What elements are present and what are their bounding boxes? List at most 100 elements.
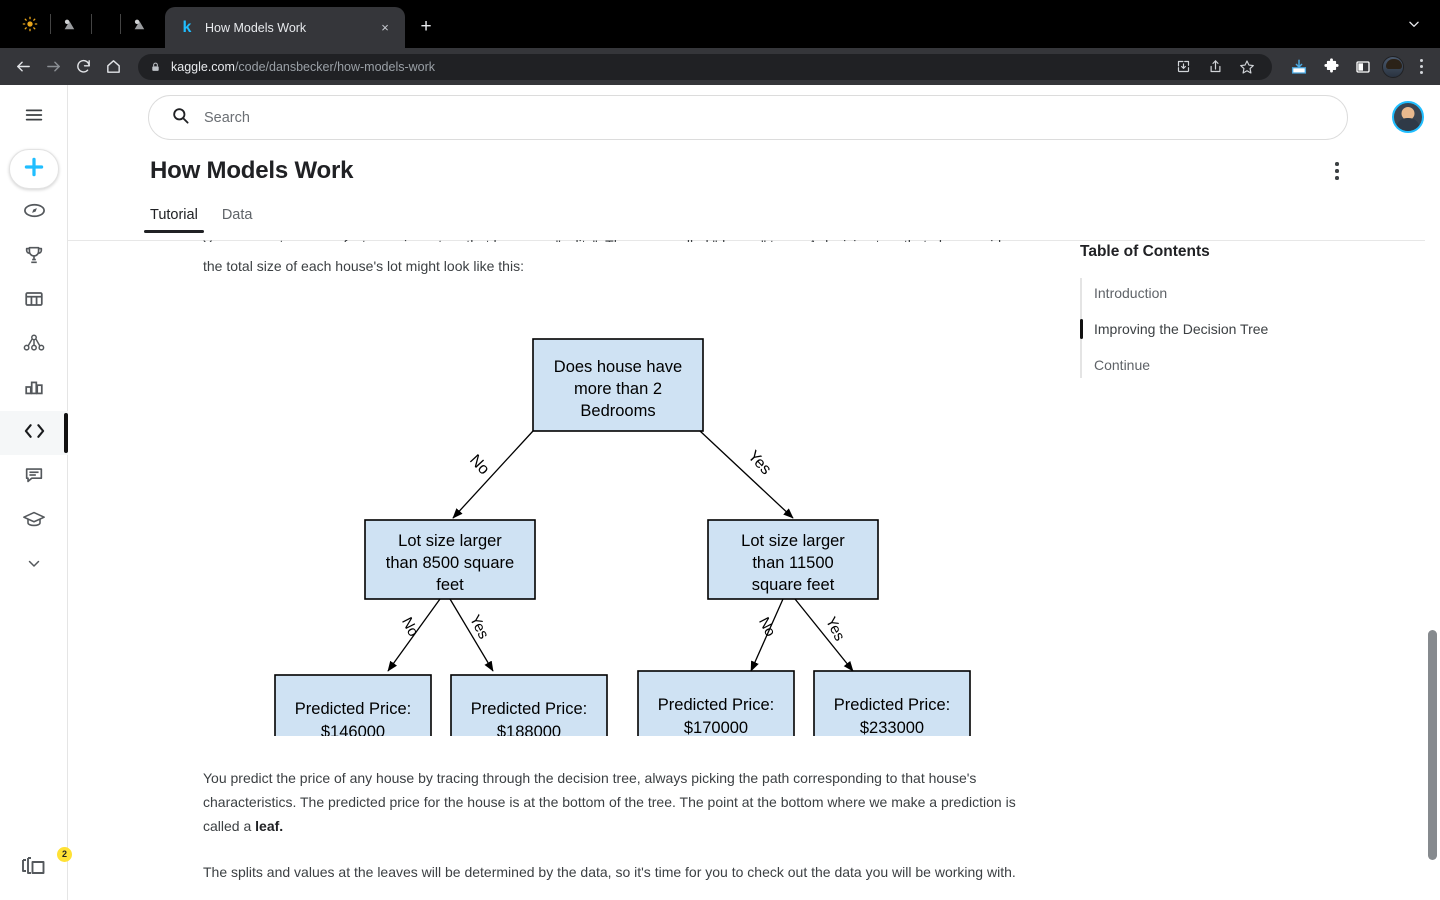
workspace-icon[interactable] [51, 0, 91, 48]
edge-l1-no [387, 598, 441, 672]
scrollbar-thumb[interactable] [1428, 630, 1437, 860]
sidebar-item-code[interactable] [0, 411, 68, 455]
node-root-line1: Does house have [554, 358, 682, 376]
tree-node-root: Does house have more than 2 Bedrooms [532, 338, 704, 432]
extensions-puzzle-icon[interactable] [1318, 54, 1344, 80]
sidebar-item-benchmarks[interactable] [0, 367, 68, 411]
paragraph-after-2: The splits and values at the leaves will… [203, 864, 1016, 880]
clipped-paragraph-top: You can capture more factors using a tre… [203, 233, 1033, 242]
sidebar-item-competitions[interactable] [0, 235, 68, 279]
decision-tree-diagram: No Yes No Yes No Yes Does house ha [203, 296, 1033, 736]
profile-avatar[interactable] [1382, 55, 1404, 78]
window-title-bar: k How Models Work × + [0, 0, 1440, 48]
tree-node-r1: Lot size larger than 11500 square feet [707, 519, 879, 600]
sidebar-item-learn[interactable] [0, 499, 68, 543]
forward-icon[interactable] [38, 52, 68, 82]
search-icon [171, 106, 190, 130]
sidebar-item-menu-hamburger[interactable] [0, 95, 68, 139]
comment-icon [23, 464, 45, 491]
node-leaf2-prefix: Predicted Price: [471, 700, 587, 718]
edge-label-l1-no: No [398, 615, 422, 640]
browser-menu-icon[interactable] [1410, 54, 1432, 80]
node-r1-line1: Lot size larger [741, 532, 845, 550]
bar-chart-icon [23, 376, 45, 403]
browser-toolbar: kaggle.com/code/dansbecker/how-models-wo… [0, 48, 1440, 85]
node-l1-line1: Lot size larger [398, 532, 502, 550]
os-widget-group [10, 0, 161, 48]
lock-icon [150, 61, 162, 73]
node-root-line3: Bedrooms [580, 402, 655, 420]
model-nodes-icon [22, 332, 46, 359]
sidebar-item-discussions[interactable] [0, 455, 68, 499]
toc-item-improving-the-decision-tree[interactable]: Improving the Decision Tree [1080, 311, 1410, 347]
tree-node-leaf4: Predicted Price: $233000 [813, 670, 971, 736]
compass-icon [23, 199, 46, 227]
paragraph-after-1-text: You predict the price of any house by tr… [203, 770, 1016, 834]
bookmark-star-icon[interactable] [1234, 54, 1260, 80]
toc-item-introduction[interactable]: Introduction [1094, 285, 1168, 301]
node-root-line2: more than 2 [574, 380, 662, 398]
sidebar-item-notebooks[interactable]: 2 [19, 847, 72, 886]
url-domain: kaggle.com [171, 59, 235, 74]
code-brackets-icon [22, 420, 47, 447]
share-icon[interactable] [1202, 54, 1228, 80]
sidebar-item-more[interactable] [0, 543, 68, 587]
brightness-icon[interactable] [10, 0, 50, 48]
tree-node-leaf2: Predicted Price: $188000 [450, 674, 608, 736]
node-leaf3-value: $170000 [684, 719, 748, 736]
node-leaf1-value: $146000 [321, 723, 385, 736]
leaf-bold: leaf. [255, 818, 284, 834]
avatar[interactable] [1392, 101, 1424, 133]
edge-label-root-yes: Yes [744, 448, 774, 479]
chevron-down-icon[interactable] [1400, 12, 1428, 36]
edge-label-r1-yes: Yes [822, 614, 848, 644]
edge-label-r1-no: No [755, 615, 779, 640]
back-icon[interactable] [8, 52, 38, 82]
content-tabs: Tutorial Data [144, 207, 253, 233]
search-input[interactable]: Search [148, 95, 1348, 140]
close-icon[interactable]: × [381, 20, 389, 35]
main-content: Search How Models Work Tutorial Data You… [68, 85, 1440, 900]
page-viewport: 2 Search How Models Work Tutorial Data [0, 85, 1440, 900]
new-tab-button[interactable]: + [420, 16, 432, 37]
graduation-cap-icon [22, 508, 46, 535]
node-l1-line2: than 8500 square [386, 554, 514, 572]
install-icon[interactable] [1170, 54, 1196, 80]
reload-icon[interactable] [68, 52, 98, 82]
edge-l1-yes [449, 598, 494, 672]
toc-list: Introduction Improving the Decision Tree… [1080, 275, 1410, 383]
sidebar-item-datasets[interactable] [0, 279, 68, 323]
tab-tutorial[interactable]: Tutorial [144, 207, 204, 233]
tree-node-l1: Lot size larger than 8500 square feet [364, 519, 536, 600]
tab-data[interactable]: Data [221, 207, 253, 223]
left-sidebar: 2 [0, 85, 72, 900]
edge-label-root-no: No [466, 452, 492, 479]
sidebar-item-home[interactable] [0, 191, 68, 235]
plus-icon [21, 154, 47, 185]
sidebar-item-create[interactable] [8, 149, 59, 189]
toc-title: Table of Contents [1080, 243, 1210, 260]
browser-tab[interactable]: k How Models Work × [165, 7, 405, 48]
notebooks-badge: 2 [57, 847, 72, 862]
toc-item-continue[interactable]: Continue [1094, 357, 1151, 373]
table-icon [23, 288, 45, 315]
url-path: /code/dansbecker/how-models-work [234, 59, 436, 74]
divider [120, 14, 121, 34]
article-body: the total size of each house's lot might… [203, 230, 1033, 900]
tabs-divider [68, 240, 1440, 241]
node-l1-line3: feet [436, 576, 464, 594]
paragraph-clipped: You can capture more factors using a tre… [203, 233, 1033, 242]
downloads-icon[interactable] [1286, 54, 1312, 80]
title-row: How Models Work [150, 157, 1350, 185]
toolbar-right-icons [1280, 54, 1432, 80]
node-leaf3-prefix: Predicted Price: [658, 696, 774, 714]
home-icon[interactable] [98, 52, 128, 82]
more-options-icon[interactable] [1324, 158, 1350, 184]
tree-node-leaf1: Predicted Price: $146000 [274, 674, 432, 736]
workspace-icon[interactable] [121, 0, 161, 48]
sidebar-item-models[interactable] [0, 323, 68, 367]
address-bar[interactable]: kaggle.com/code/dansbecker/how-models-wo… [138, 53, 1272, 80]
side-panel-icon[interactable] [1350, 54, 1376, 80]
scrollbar-track[interactable] [1425, 85, 1440, 900]
edge-root-yes [699, 430, 794, 519]
